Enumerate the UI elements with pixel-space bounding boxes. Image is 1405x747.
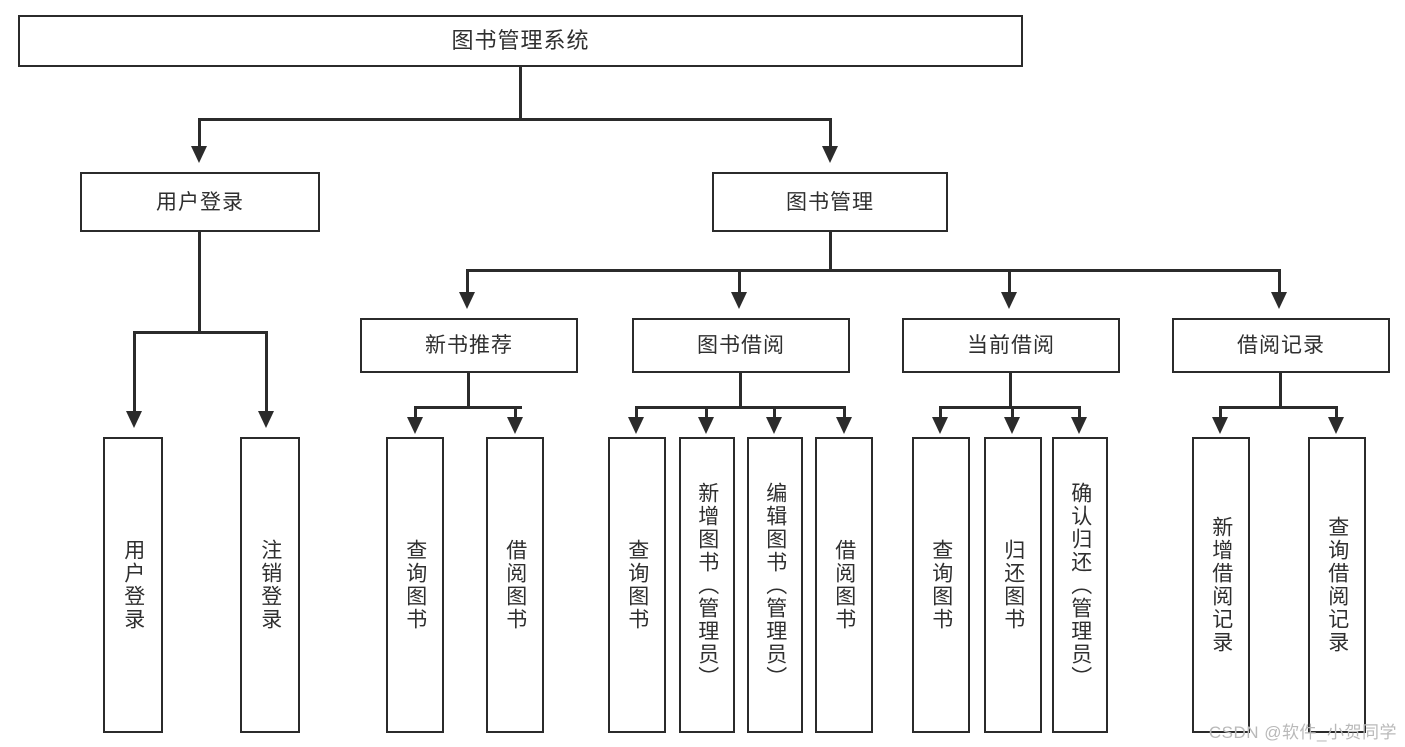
node-label: 图书管理 (786, 190, 874, 214)
node-book-manage[interactable]: 图书管理 (712, 172, 948, 232)
edge-current-borrow-bar (939, 406, 1081, 409)
edge-book-manage-to-new-book (466, 269, 469, 294)
arrow-book-borrow-to-leaf4 (836, 417, 852, 434)
node-leaf-user-login[interactable]: 用户登录 (103, 437, 163, 733)
edge-new-book-to-leaf2 (514, 406, 517, 419)
edge-current-borrow-to-leaf2 (1011, 406, 1014, 419)
edge-book-manage-to-book-borrow (738, 269, 741, 294)
csdn-watermark: CSDN @软件_小贺同学 (1208, 723, 1397, 742)
edge-new-book-bar (414, 406, 522, 409)
node-new-book-recommend[interactable]: 新书推荐 (360, 318, 578, 373)
arrow-book-manage-to-new-book (459, 292, 475, 309)
edge-borrow-record-stem (1279, 373, 1282, 408)
edge-book-manage-stem (829, 232, 832, 271)
edge-new-book-stem (467, 373, 470, 408)
node-leaf-query-book-2[interactable]: 查询图书 (608, 437, 666, 733)
edge-user-login-to-leaf1 (133, 331, 136, 413)
node-label: 用户登录 (121, 539, 145, 631)
arrow-new-book-to-leaf2 (507, 417, 523, 434)
node-label: 新增图书（管理员） (695, 481, 719, 689)
node-label: 借阅图书 (503, 539, 527, 631)
node-leaf-confirm-return[interactable]: 确认归还（管理员） (1052, 437, 1108, 733)
node-leaf-add-book[interactable]: 新增图书（管理员） (679, 437, 735, 733)
edge-book-manage-bar (466, 269, 1281, 272)
arrow-root-to-user-login (191, 146, 207, 163)
node-label: 编辑图书（管理员） (763, 481, 787, 689)
node-leaf-query-book-3[interactable]: 查询图书 (912, 437, 970, 733)
arrow-book-manage-to-book-borrow (731, 292, 747, 309)
node-current-borrow[interactable]: 当前借阅 (902, 318, 1120, 373)
node-label: 借阅图书 (832, 539, 856, 631)
node-root-system[interactable]: 图书管理系统 (18, 15, 1023, 67)
edge-root-stem (519, 67, 522, 120)
arrow-book-manage-to-borrow-record (1271, 292, 1287, 309)
node-leaf-borrow-book-2[interactable]: 借阅图书 (815, 437, 873, 733)
edge-borrow-record-to-leaf1 (1219, 406, 1222, 419)
edge-borrow-record-to-leaf2 (1335, 406, 1338, 419)
edge-root-to-user-login (198, 118, 201, 148)
arrow-book-borrow-to-leaf1 (628, 417, 644, 434)
edge-root-to-book-manage (829, 118, 832, 148)
node-label: 图书管理系统 (451, 28, 590, 53)
edge-user-login-to-leaf2 (265, 331, 268, 413)
node-label: 图书借阅 (697, 334, 785, 357)
edge-book-borrow-to-leaf3 (773, 406, 776, 419)
node-book-borrow[interactable]: 图书借阅 (632, 318, 850, 373)
arrow-book-borrow-to-leaf2 (698, 417, 714, 434)
node-leaf-edit-book[interactable]: 编辑图书（管理员） (747, 437, 803, 733)
arrow-current-borrow-to-leaf1 (932, 417, 948, 434)
arrow-user-login-to-leaf2 (258, 411, 274, 428)
node-leaf-query-book-1[interactable]: 查询图书 (386, 437, 444, 733)
arrow-user-login-to-leaf1 (126, 411, 142, 428)
edge-book-borrow-bar (635, 406, 846, 409)
node-label: 注销登录 (258, 539, 282, 631)
edge-book-manage-to-borrow-record (1278, 269, 1281, 294)
arrow-borrow-record-to-leaf1 (1212, 417, 1228, 434)
node-label: 用户登录 (156, 190, 244, 214)
node-label: 新增借阅记录 (1209, 516, 1233, 654)
node-label: 当前借阅 (967, 334, 1055, 357)
node-label: 查询图书 (403, 539, 427, 631)
node-leaf-return-book[interactable]: 归还图书 (984, 437, 1042, 733)
node-user-login[interactable]: 用户登录 (80, 172, 320, 232)
edge-user-login-bar (133, 331, 268, 334)
edge-borrow-record-bar (1219, 406, 1338, 409)
edge-new-book-to-leaf1 (414, 406, 417, 419)
node-leaf-add-record[interactable]: 新增借阅记录 (1192, 437, 1250, 733)
edge-current-borrow-to-leaf1 (939, 406, 942, 419)
node-label: 确认归还（管理员） (1068, 481, 1092, 689)
edge-user-login-stem (198, 232, 201, 333)
node-label: 归还图书 (1001, 539, 1025, 631)
edge-book-borrow-to-leaf4 (843, 406, 846, 419)
edge-root-bar (198, 118, 832, 121)
arrow-book-manage-to-current-borrow (1001, 292, 1017, 309)
arrow-current-borrow-to-leaf3 (1071, 417, 1087, 434)
node-leaf-query-record[interactable]: 查询借阅记录 (1308, 437, 1366, 733)
edge-book-borrow-stem (739, 373, 742, 408)
arrow-book-borrow-to-leaf3 (766, 417, 782, 434)
node-label: 新书推荐 (425, 334, 513, 357)
edge-book-borrow-to-leaf1 (635, 406, 638, 419)
node-label: 查询图书 (625, 539, 649, 631)
arrow-root-to-book-manage (822, 146, 838, 163)
arrow-current-borrow-to-leaf2 (1004, 417, 1020, 434)
edge-book-borrow-to-leaf2 (705, 406, 708, 419)
node-label: 查询图书 (929, 539, 953, 631)
arrow-new-book-to-leaf1 (407, 417, 423, 434)
node-label: 借阅记录 (1237, 334, 1325, 357)
node-borrow-record[interactable]: 借阅记录 (1172, 318, 1390, 373)
arrow-borrow-record-to-leaf2 (1328, 417, 1344, 434)
node-label: 查询借阅记录 (1325, 516, 1349, 654)
edge-current-borrow-stem (1009, 373, 1012, 408)
edge-book-manage-to-current-borrow (1008, 269, 1011, 294)
node-leaf-borrow-book-1[interactable]: 借阅图书 (486, 437, 544, 733)
edge-current-borrow-to-leaf3 (1078, 406, 1081, 419)
node-leaf-user-logout[interactable]: 注销登录 (240, 437, 300, 733)
